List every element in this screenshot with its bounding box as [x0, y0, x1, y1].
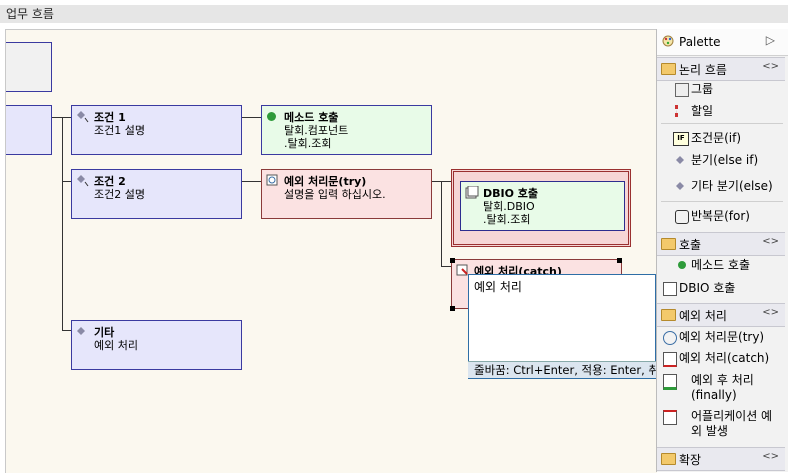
- try-node[interactable]: 예외 처리문(try) 설명을 입력 하십시오.: [261, 169, 432, 219]
- dbio-icon: [465, 185, 479, 200]
- if-icon: IF: [673, 132, 689, 146]
- connector-line: [62, 117, 63, 331]
- node-description: 설명을 입력 하십시오.: [284, 188, 386, 201]
- drawer-logic-flow[interactable]: 논리 흐름 <>: [657, 57, 785, 81]
- node-title: 조건 2: [94, 175, 126, 188]
- catch-icon: [456, 264, 470, 278]
- partial-node-switch[interactable]: [6, 105, 52, 155]
- folder-icon: [661, 309, 676, 321]
- else-branch-icon: [76, 325, 90, 339]
- flow-canvas[interactable]: 조건 1 조건1 설명 메소드 호출 탈회.컴포넌트 .탈회.조회 조건 2 조…: [5, 29, 657, 473]
- connector-line: [242, 181, 261, 182]
- dbio-icon: [663, 282, 677, 296]
- method-icon: [678, 261, 686, 269]
- view-title: 업무 흐름: [6, 7, 54, 21]
- connector-line: [441, 266, 451, 267]
- node-title: 예외 처리문(try): [284, 175, 367, 188]
- node-description: 예외 처리: [94, 339, 138, 352]
- view-title-bar: 업무 흐름: [0, 0, 788, 28]
- palette-expand-icon[interactable]: ▷: [765, 33, 775, 47]
- connector-line: [62, 330, 72, 331]
- else-icon: [675, 180, 687, 192]
- drawer-label: 확장: [679, 453, 702, 467]
- node-description: 조건2 설명: [94, 188, 145, 201]
- drawer-label: 호출: [679, 238, 702, 252]
- palette-title: Palette: [679, 35, 721, 49]
- try-block-container[interactable]: DBIO 호출 탈회.DBIO .탈회.조회: [451, 169, 631, 247]
- separator: [661, 201, 783, 202]
- drawer-call[interactable]: 호출 <>: [657, 232, 785, 256]
- folder-icon: [661, 453, 676, 465]
- loop-icon: [675, 210, 689, 224]
- node-description: 조건1 설명: [94, 124, 145, 137]
- folder-icon: [661, 63, 676, 75]
- connector-line: [62, 181, 72, 182]
- node-title: 조건 1: [94, 111, 126, 124]
- exception-icon: [663, 410, 677, 425]
- node-line-2: .탈회.조회: [284, 137, 332, 150]
- editor-hint-bar: 줄바꿈: Ctrl+Enter, 적용: Enter, 취소: [468, 361, 661, 378]
- drawer-extension[interactable]: 확장 <>: [657, 447, 785, 471]
- method-call-node[interactable]: 메소드 호출 탈회.컴포넌트 .탈회.조회: [261, 105, 432, 155]
- dbio-call-node[interactable]: DBIO 호출 탈회.DBIO .탈회.조회: [460, 181, 625, 231]
- palette-icon: [662, 35, 674, 47]
- separator: [661, 123, 783, 124]
- partial-node-top[interactable]: [6, 42, 52, 92]
- group-icon: [675, 83, 689, 97]
- collapse-icon[interactable]: <>: [762, 451, 779, 462]
- node-line-1: 탈회.DBIO: [483, 200, 535, 213]
- else-node[interactable]: 기타 예외 처리: [71, 320, 242, 370]
- node-line-2: .탈회.조회: [483, 213, 531, 226]
- node-title: 메소드 호출: [284, 111, 339, 124]
- drawer-exception[interactable]: 예외 처리 <>: [657, 303, 785, 327]
- connector-line: [441, 181, 442, 267]
- finally-icon: [663, 374, 677, 390]
- editor-text: 예외 처리: [474, 280, 522, 294]
- drawer-label: 예외 처리: [679, 309, 727, 323]
- catch-icon: [663, 352, 677, 367]
- selection-handle[interactable]: [450, 306, 455, 311]
- selection-handle[interactable]: [450, 258, 455, 263]
- node-title: 기타: [94, 326, 115, 339]
- method-icon: [267, 112, 276, 121]
- folder-icon: [661, 238, 676, 250]
- node-title: DBIO 호출: [483, 187, 539, 200]
- branch-icon: [76, 174, 90, 188]
- palette-header[interactable]: Palette ▷: [657, 29, 788, 56]
- connector-line: [242, 117, 261, 118]
- try-icon: [663, 331, 677, 345]
- collapse-icon[interactable]: <>: [762, 236, 779, 247]
- collapse-icon[interactable]: <>: [762, 61, 779, 72]
- branch-icon: [76, 110, 90, 124]
- selection-handle[interactable]: [617, 258, 622, 263]
- node-line-1: 탈회.컴포넌트: [284, 124, 349, 137]
- drawer-label: 논리 흐름: [679, 63, 727, 77]
- todo-icon: [675, 105, 690, 117]
- condition-1-node[interactable]: 조건 1 조건1 설명: [71, 105, 242, 155]
- condition-2-node[interactable]: 조건 2 조건2 설명: [71, 169, 242, 219]
- collapse-icon[interactable]: <>: [762, 307, 779, 318]
- else-if-icon: [675, 154, 687, 166]
- try-icon: [266, 174, 280, 188]
- view-tab-strip: [0, 5, 788, 23]
